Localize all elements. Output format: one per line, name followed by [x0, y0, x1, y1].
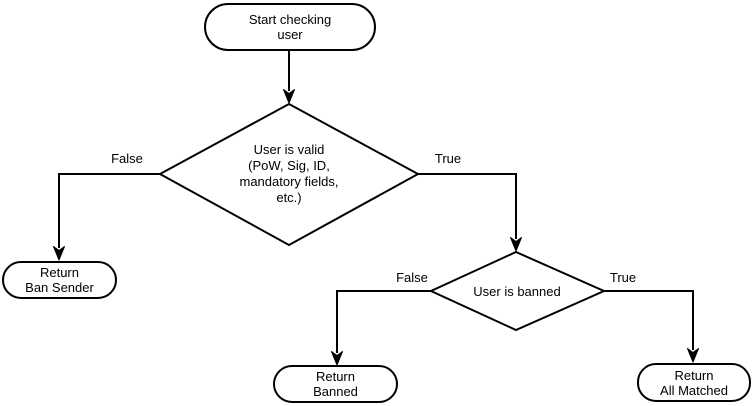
node-return-all-matched-label: Return All Matched	[660, 367, 728, 398]
node-return-all-matched: Return All Matched	[637, 363, 751, 402]
edge-banned-false	[336, 290, 431, 353]
arrowhead-valid-false	[53, 246, 65, 261]
node-start: Start checking user	[204, 3, 376, 51]
edge-label-banned-false: False	[396, 270, 428, 285]
decision-user-banned-label: User is banned	[473, 284, 561, 299]
edge-banned-true	[604, 290, 694, 350]
edge-valid-false	[58, 173, 160, 248]
node-return-banned-label: Return Banned	[313, 369, 358, 399]
edge-label-valid-false: False	[111, 151, 143, 166]
node-return-ban-sender-label: Return Ban Sender	[25, 265, 94, 295]
node-start-label: Start checking user	[248, 12, 332, 42]
edge-label-banned-true: True	[609, 270, 637, 285]
edge-label-valid-true: True	[434, 151, 462, 166]
arrowhead-banned-false	[331, 351, 343, 366]
decision-user-banned-shape	[428, 250, 607, 332]
arrowhead-valid-true	[510, 237, 522, 252]
node-return-banned: Return Banned	[273, 365, 398, 403]
arrowhead-start-to-valid	[283, 89, 295, 104]
arrowhead-banned-true	[687, 348, 699, 363]
edge-valid-true	[418, 173, 517, 239]
decision-user-valid-label: User is valid (PoW, Sig, ID, mandatory f…	[239, 142, 339, 205]
node-return-ban-sender: Return Ban Sender	[2, 261, 117, 299]
decision-user-valid-shape	[157, 102, 421, 247]
